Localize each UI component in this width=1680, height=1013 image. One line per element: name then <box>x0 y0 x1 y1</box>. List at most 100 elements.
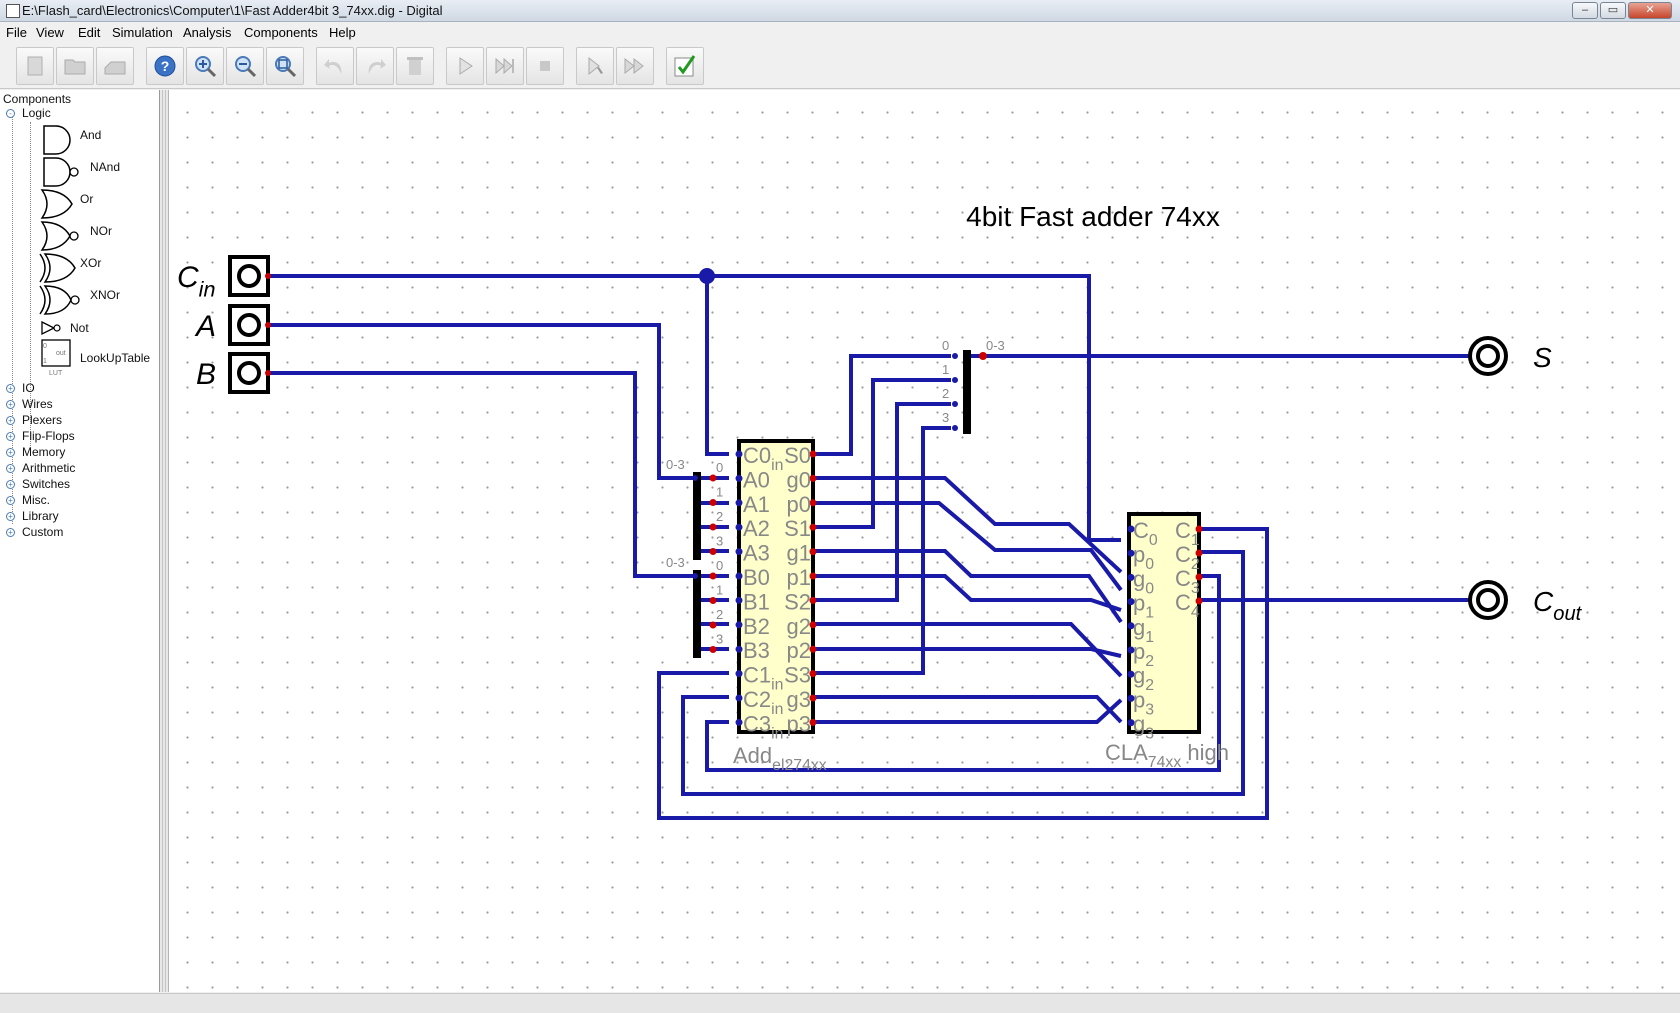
tree-group-wires[interactable]: Wires <box>22 397 53 411</box>
tree-group-memory[interactable]: Memory <box>22 445 66 459</box>
undo-button[interactable] <box>316 47 354 85</box>
wire-g2[interactable] <box>801 622 1123 678</box>
expander-memory[interactable]: + <box>6 448 15 457</box>
wire-g0[interactable] <box>801 476 1123 574</box>
not-gate-icon <box>41 320 56 336</box>
open-button[interactable] <box>56 47 94 85</box>
expander-misc[interactable]: + <box>6 496 15 505</box>
run-fast-button[interactable] <box>486 47 524 85</box>
adder-74xx-component[interactable] <box>737 439 815 734</box>
wire-s1[interactable] <box>801 378 951 529</box>
wire-p2[interactable] <box>801 647 1122 658</box>
wire-b-bus[interactable] <box>264 371 695 578</box>
tree-root-components[interactable]: Components <box>3 92 72 106</box>
close-button[interactable]: ✕ <box>1628 2 1672 19</box>
delete-button[interactable] <box>396 47 434 85</box>
maximize-button[interactable]: ▭ <box>1600 2 1626 19</box>
adder-pin-A3: A3 <box>743 541 770 566</box>
expander-io[interactable]: + <box>6 384 15 393</box>
pin-dot <box>1127 622 1135 630</box>
menu-help[interactable]: Help <box>329 25 356 40</box>
wire-a-bus[interactable] <box>264 323 695 480</box>
expander-logic[interactable]: - <box>6 109 15 118</box>
expander-flipflops[interactable]: + <box>6 432 15 441</box>
menu-analysis[interactable]: Analysis <box>183 25 232 40</box>
zoom-fit-icon <box>275 56 297 78</box>
tree-item-nor[interactable]: NOr <box>90 224 112 238</box>
output-terminal-ring-1 <box>1476 588 1500 612</box>
splitter-s-bus-label: 0-3 <box>986 338 1005 353</box>
stop-button[interactable] <box>526 47 564 85</box>
splitter-a-bit-1: 1 <box>716 485 723 500</box>
new-button[interactable] <box>16 47 54 85</box>
adder-pin-S0: S0 <box>784 443 811 468</box>
wire-cin-to-adder[interactable] <box>705 276 729 456</box>
wire-c3[interactable] <box>705 574 1221 772</box>
tree-group-library[interactable]: Library <box>22 509 59 523</box>
zoom-fit-button[interactable] <box>266 47 304 85</box>
minimize-button[interactable]: – <box>1572 2 1598 19</box>
expander-wires[interactable]: + <box>6 400 15 409</box>
splitter-a-bit-0: 0 <box>716 460 723 475</box>
analyse-button[interactable] <box>666 47 704 85</box>
circuit-diagram[interactable]: CinABSCout01230-301230-301230-3C0inA0A1A… <box>169 90 1680 992</box>
tree-item-or[interactable]: Or <box>80 192 94 206</box>
fast-forward-button[interactable] <box>616 47 654 85</box>
redo-button[interactable] <box>356 47 394 85</box>
wire-c2[interactable] <box>681 550 1245 796</box>
zoom-in-button[interactable] <box>186 47 224 85</box>
menu-components[interactable]: Components <box>244 25 318 40</box>
panel-splitter[interactable] <box>160 90 168 992</box>
pin-dot <box>809 621 817 629</box>
help-button[interactable]: ? <box>146 47 184 85</box>
pin-dot <box>1127 646 1135 654</box>
tree-group-arithmetic[interactable]: Arithmetic <box>22 461 76 475</box>
tree-item-xor[interactable]: XOr <box>80 256 102 270</box>
expander-switches[interactable]: + <box>6 480 15 489</box>
run-button[interactable] <box>446 47 484 85</box>
run-fast-icon <box>495 57 514 75</box>
expander-plexers[interactable]: + <box>6 416 15 425</box>
wire-g3[interactable] <box>801 695 1123 724</box>
splitter-b-bit-0: 0 <box>716 558 723 573</box>
tree-item-and[interactable]: And <box>80 128 102 142</box>
tree-group-misc[interactable]: Misc. <box>22 493 50 507</box>
wire-p3[interactable] <box>801 698 1123 724</box>
pin-dot <box>809 670 817 678</box>
tree-group-flipflops[interactable]: Flip-Flops <box>22 429 75 443</box>
wire-cin[interactable] <box>264 274 1121 542</box>
menu-edit[interactable]: Edit <box>78 25 101 40</box>
wire-g1[interactable] <box>801 549 1123 624</box>
xor-gate-icon <box>39 253 76 283</box>
tree-item-lookuptable[interactable]: LookUpTable <box>80 351 151 365</box>
wire-c1[interactable] <box>657 527 1269 820</box>
pin-dot <box>1195 573 1203 581</box>
tree-group-custom[interactable]: Custom <box>22 525 64 539</box>
expander-arithmetic[interactable]: + <box>6 464 15 473</box>
tree-group-switches[interactable]: Switches <box>22 477 71 491</box>
tree-group-plexers[interactable]: Plexers <box>22 413 63 427</box>
step-button[interactable] <box>576 47 614 85</box>
menu-view[interactable]: View <box>36 25 64 40</box>
menu-simulation[interactable]: Simulation <box>112 25 173 40</box>
splitter-a <box>693 472 701 560</box>
expander-library[interactable]: + <box>6 512 15 521</box>
wire-p1[interactable] <box>801 574 1122 612</box>
tree-item-not[interactable]: Not <box>70 321 89 335</box>
cla-74xx-component[interactable] <box>1127 512 1201 734</box>
tree-group-logic[interactable]: Logic <box>22 106 51 120</box>
wire-s0[interactable] <box>801 354 951 456</box>
adder-pin-C0in: C0in <box>743 443 783 474</box>
save-button[interactable] <box>96 47 134 85</box>
menu-file[interactable]: File <box>6 25 27 40</box>
zoom-out-button[interactable] <box>226 47 264 85</box>
tree-item-nand[interactable]: NAnd <box>90 160 121 174</box>
expander-custom[interactable]: + <box>6 528 15 537</box>
tree-group-io[interactable]: IO <box>22 381 35 395</box>
wire-p0[interactable] <box>801 501 1123 592</box>
tree-item-xnor[interactable]: XNOr <box>90 288 120 302</box>
pin-dot <box>709 548 717 555</box>
pin-dot <box>735 474 743 482</box>
svg-text:?: ? <box>161 58 170 74</box>
